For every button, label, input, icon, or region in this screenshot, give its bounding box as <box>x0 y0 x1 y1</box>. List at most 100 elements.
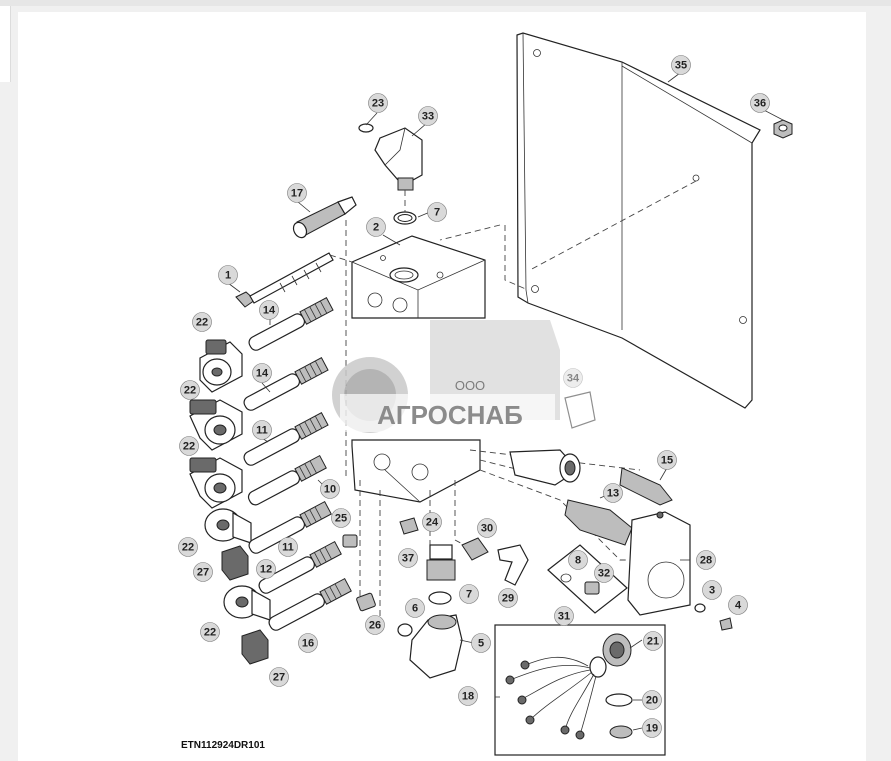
callout-36: 36 <box>750 93 770 113</box>
callout-26: 26 <box>365 615 385 635</box>
callout-bubble <box>405 598 425 618</box>
watermark-logo: ООО АГРОСНАБ <box>332 320 560 433</box>
callout-label: 24 <box>426 517 439 529</box>
callout-bubble <box>554 606 574 626</box>
callout-label: 6 <box>412 603 418 615</box>
callout-5: 5 <box>471 633 491 653</box>
figure-code: ETN112924DR101 <box>181 740 265 751</box>
callout-22: 22 <box>178 537 198 557</box>
callout-label: 2 <box>373 222 379 234</box>
callout-bubble <box>458 686 478 706</box>
callout-bubble <box>200 622 220 642</box>
callout-3: 3 <box>702 580 722 600</box>
callout-6: 6 <box>405 598 425 618</box>
callout-11: 11 <box>252 420 272 440</box>
callout-bubble <box>568 550 588 570</box>
callout-label: 13 <box>607 488 619 500</box>
callout-label: 22 <box>196 317 208 329</box>
callout-label: 22 <box>184 385 196 397</box>
callout-28: 28 <box>696 550 716 570</box>
callout-label: 10 <box>324 484 336 496</box>
callout-label: 21 <box>647 636 659 648</box>
callout-label: 22 <box>183 441 195 453</box>
callout-32: 32 <box>594 563 614 583</box>
callout-bubble <box>180 380 200 400</box>
top-bar <box>0 0 891 6</box>
callout-8: 8 <box>568 550 588 570</box>
callout-label: 37 <box>402 553 414 565</box>
callout-label: 34 <box>567 373 580 385</box>
callout-bubble <box>252 420 272 440</box>
callout-bubble <box>178 537 198 557</box>
callout-bubble <box>750 93 770 113</box>
callout-label: 35 <box>675 60 687 72</box>
callout-label: 25 <box>335 513 347 525</box>
callout-bubble <box>498 588 518 608</box>
callout-label: 32 <box>598 568 610 580</box>
callout-bubble <box>320 479 340 499</box>
callout-bubble <box>287 183 307 203</box>
callout-label: 11 <box>256 425 268 437</box>
callout-label: 19 <box>646 723 658 735</box>
callout-bubble <box>422 512 442 532</box>
callout-label: 28 <box>700 555 712 567</box>
callout-13: 13 <box>603 483 623 503</box>
callout-bubble <box>563 368 583 388</box>
callout-25: 25 <box>331 508 351 528</box>
callout-22: 22 <box>179 436 199 456</box>
callout-29: 29 <box>498 588 518 608</box>
watermark-line2: АГРОСНАБ <box>377 400 523 430</box>
callout-label: 23 <box>372 98 384 110</box>
callout-18: 18 <box>458 686 478 706</box>
callout-22: 22 <box>180 380 200 400</box>
callout-17: 17 <box>287 183 307 203</box>
callout-bubble <box>365 615 385 635</box>
callout-bubble <box>252 363 272 383</box>
callout-label: 27 <box>197 567 209 579</box>
callout-34: 34 <box>563 368 583 388</box>
callout-bubble <box>418 106 438 126</box>
left-strip <box>0 6 11 82</box>
callout-label: 12 <box>260 564 272 576</box>
callout-20: 20 <box>642 690 662 710</box>
callout-bubble <box>278 537 298 557</box>
callout-label: 14 <box>256 368 269 380</box>
callout-label: 1 <box>225 270 231 282</box>
nut-part <box>773 119 793 139</box>
callout-bubble <box>179 436 199 456</box>
callout-bubble <box>193 562 213 582</box>
mount-bracket <box>627 511 733 631</box>
callout-bubble <box>471 633 491 653</box>
callout-27: 27 <box>269 667 289 687</box>
callout-label: 36 <box>754 98 766 110</box>
callout-label: 29 <box>502 593 514 605</box>
callout-31: 31 <box>554 606 574 626</box>
callout-label: 26 <box>369 620 381 632</box>
callout-bubble <box>642 690 662 710</box>
callout-bubble <box>459 584 479 604</box>
callout-bubble <box>298 633 318 653</box>
callout-11: 11 <box>278 537 298 557</box>
callout-label: 7 <box>434 207 440 219</box>
callout-22: 22 <box>200 622 220 642</box>
callout-7: 7 <box>427 202 447 222</box>
callout-22: 22 <box>192 312 212 332</box>
callout-bubble <box>696 550 716 570</box>
elbow-fitting <box>358 123 423 225</box>
callout-1: 1 <box>218 265 238 285</box>
callout-label: 18 <box>462 691 474 703</box>
wiring-harness-box <box>494 624 666 756</box>
callout-label: 15 <box>661 455 673 467</box>
callout-33: 33 <box>418 106 438 126</box>
callout-14: 14 <box>252 363 272 383</box>
callout-4: 4 <box>728 595 748 615</box>
bracket-plate <box>516 32 761 409</box>
callout-label: 5 <box>478 638 484 650</box>
callout-bubble <box>259 300 279 320</box>
callout-12: 12 <box>256 559 276 579</box>
callout-label: 20 <box>646 695 658 707</box>
callout-label: 27 <box>273 672 285 684</box>
callout-bubble <box>331 508 351 528</box>
